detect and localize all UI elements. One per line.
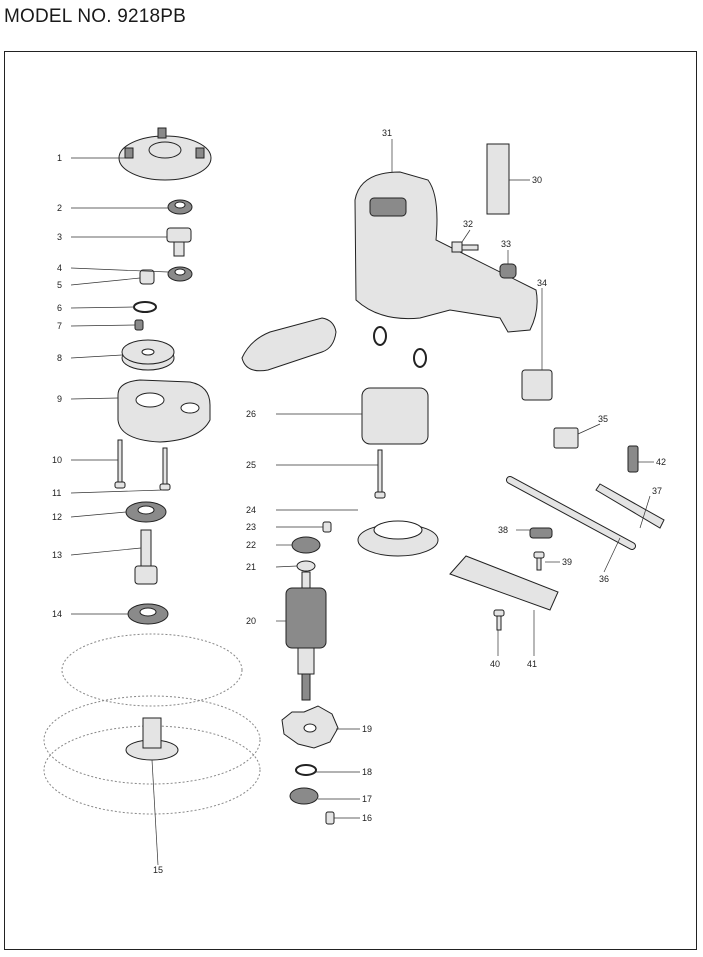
rear-cover <box>449 555 559 611</box>
part-callouts: 1 2 3 4 5 6 7 8 9 10 11 12 13 14 15 16 1… <box>52 128 666 875</box>
callout-35: 35 <box>598 414 608 424</box>
callout-23: 23 <box>246 522 256 532</box>
tapping-screw-25 <box>374 449 386 499</box>
callout-40: 40 <box>490 659 500 669</box>
callout-34: 34 <box>537 278 547 288</box>
pinion-gear <box>166 227 192 257</box>
cap <box>499 263 517 279</box>
callout-6: 6 <box>57 303 62 313</box>
terminal <box>627 445 639 473</box>
callout-5: 5 <box>57 280 62 290</box>
spiral-bevel-gear <box>121 339 175 371</box>
callout-41: 41 <box>527 659 537 669</box>
rubber-pad-hub <box>125 717 179 761</box>
diagram-frame <box>4 51 697 950</box>
gear-housing <box>117 379 211 443</box>
noise-suppressor <box>553 427 579 449</box>
field-coil <box>361 326 429 445</box>
callout-4: 4 <box>57 263 62 273</box>
pan-head-screw-10 <box>114 439 126 489</box>
callout-12: 12 <box>52 512 62 522</box>
callout-24: 24 <box>246 505 256 515</box>
callout-25: 25 <box>246 460 256 470</box>
ball-bearing-22 <box>291 536 321 554</box>
switch <box>521 369 553 401</box>
tapping-screw-40 <box>493 609 505 631</box>
callout-1: 1 <box>57 153 62 163</box>
callout-36: 36 <box>599 574 609 584</box>
leader-lines <box>70 139 654 866</box>
spindle <box>134 529 158 585</box>
callout-33: 33 <box>501 239 511 249</box>
armature <box>285 571 327 701</box>
hex-bolt <box>451 241 479 253</box>
callout-38: 38 <box>498 525 508 535</box>
callout-9: 9 <box>57 394 62 404</box>
callout-26: 26 <box>246 409 256 419</box>
callout-3: 3 <box>57 232 62 242</box>
name-plate <box>486 143 510 215</box>
callout-19: 19 <box>362 724 372 734</box>
callout-16: 16 <box>362 813 372 823</box>
callout-7: 7 <box>57 321 62 331</box>
callout-18: 18 <box>362 767 372 777</box>
callout-13: 13 <box>52 550 62 560</box>
strain-relief <box>595 483 665 529</box>
callout-31: 31 <box>382 128 392 138</box>
page-title: MODEL NO. 9218PB <box>4 6 187 27</box>
part-illustrations <box>43 127 665 825</box>
rubber-pin-16 <box>325 811 335 825</box>
pan-head-screw-11 <box>159 447 171 491</box>
callout-8: 8 <box>57 353 62 363</box>
insulation-washer <box>296 560 316 572</box>
tapping-screw-39 <box>533 551 545 571</box>
side-grip <box>241 317 337 372</box>
callout-14: 14 <box>52 609 62 619</box>
fan <box>281 705 339 749</box>
sleeve <box>139 269 155 285</box>
callout-37: 37 <box>652 486 662 496</box>
callout-17: 17 <box>362 794 372 804</box>
callout-30: 30 <box>532 175 542 185</box>
callout-11: 11 <box>52 488 61 498</box>
retaining-ring-18 <box>295 764 317 776</box>
key <box>134 319 144 331</box>
callout-15: 15 <box>153 865 163 875</box>
callout-42: 42 <box>656 457 666 467</box>
callout-22: 22 <box>246 540 256 550</box>
callout-21: 21 <box>246 562 256 572</box>
callout-20: 20 <box>246 616 256 626</box>
callout-10: 10 <box>52 455 62 465</box>
ball-bearing-17 <box>289 787 319 805</box>
callout-2: 2 <box>57 203 62 213</box>
motor-housing <box>354 171 538 333</box>
callout-39: 39 <box>562 557 572 567</box>
rubber-pin <box>322 521 332 533</box>
retaining-ring-6 <box>133 301 157 313</box>
callout-32: 32 <box>463 219 473 229</box>
baffle-plate <box>357 520 439 557</box>
gear-housing-cover <box>118 127 212 181</box>
cord-clamp <box>529 527 553 539</box>
